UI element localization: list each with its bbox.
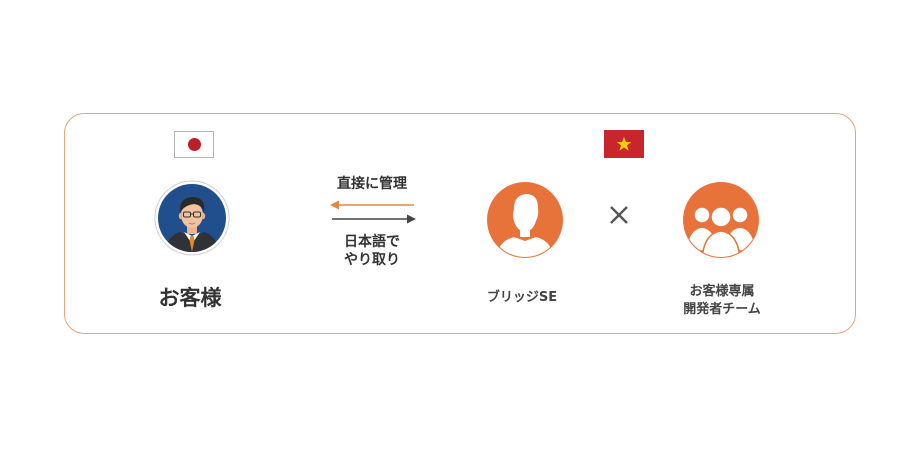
- group-silhouette-icon: [683, 182, 759, 258]
- bridge-se-label: ブリッジSE: [486, 290, 558, 305]
- businessman-avatar-icon: [154, 180, 230, 256]
- customer-label: お客様: [158, 286, 222, 310]
- japan-flag-icon: [174, 131, 214, 158]
- vietnam-flag-icon: [604, 130, 644, 158]
- customer-avatar: [154, 180, 230, 260]
- developer-team-label-line2: 開発者チーム: [683, 302, 761, 317]
- comparison-panel: [64, 113, 856, 334]
- japanese-communication-line1: 日本語で: [344, 234, 400, 250]
- bridge-se-avatar: [486, 181, 564, 263]
- developer-team-label-line1: お客様専属: [689, 284, 755, 299]
- bidirectional-arrows-icon: [330, 200, 416, 224]
- vietnam-flag-star: [616, 136, 632, 151]
- direct-management-label: 直接に管理: [337, 176, 407, 192]
- japanese-communication-line2: やり取り: [344, 252, 400, 268]
- developer-team-label: お客様専属 開発者チーム: [652, 283, 792, 319]
- multiply-icon: [610, 206, 628, 224]
- person-silhouette-icon: [487, 182, 563, 258]
- developer-team-avatar: [682, 181, 760, 263]
- japan-flag-sun: [187, 138, 201, 151]
- japanese-communication-label: 日本語で やり取り: [312, 233, 432, 269]
